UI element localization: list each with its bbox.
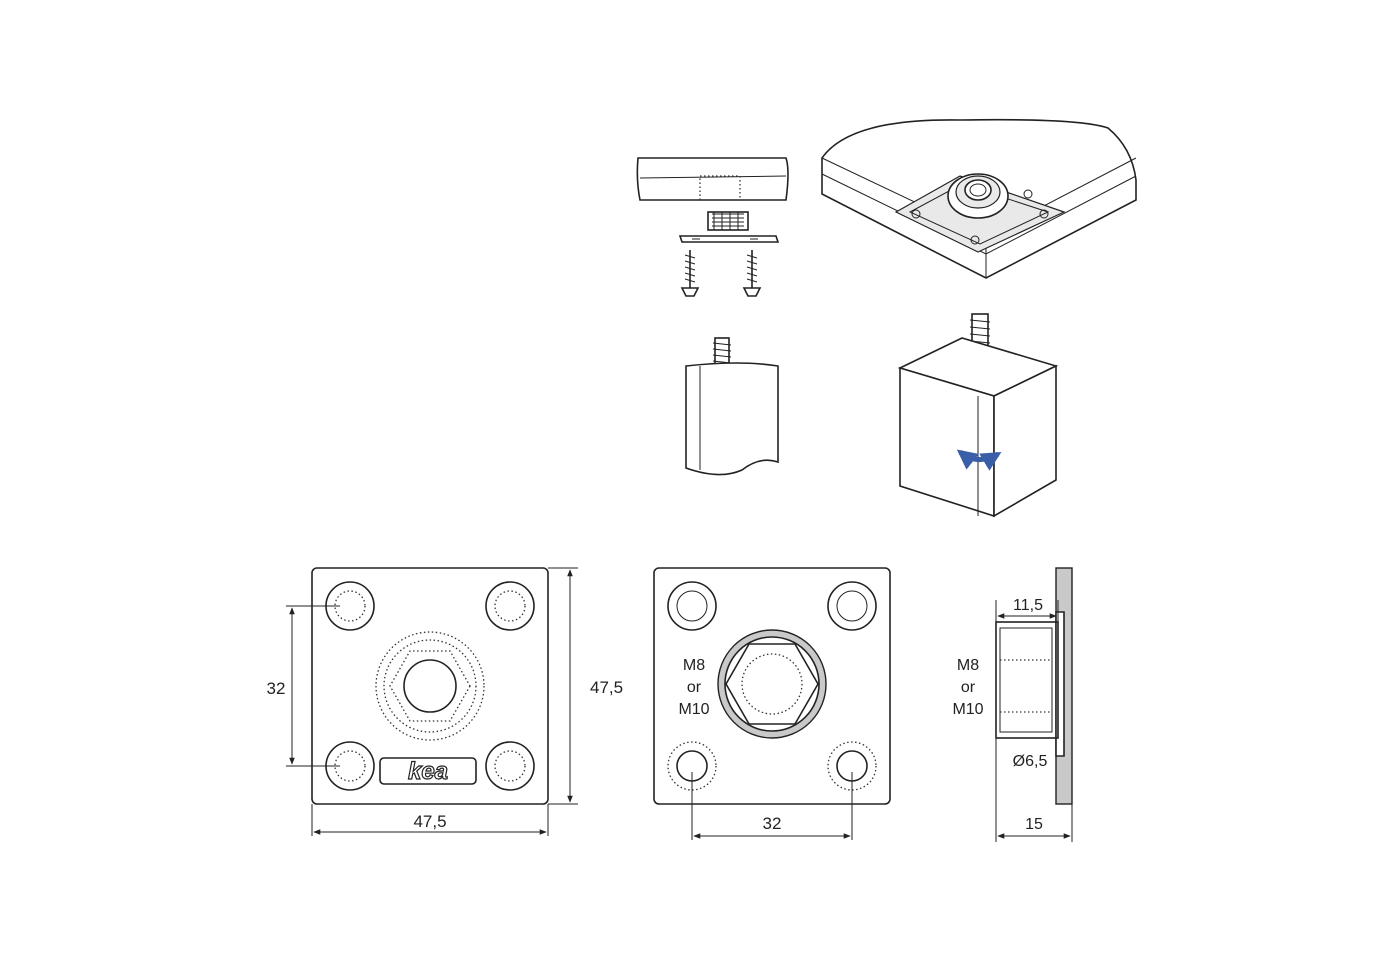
dim-bottom-label: 32 bbox=[763, 814, 782, 833]
logo-text: kea bbox=[408, 758, 448, 785]
screw-icon bbox=[680, 250, 700, 297]
dim-bottom-label: 15 bbox=[1025, 816, 1043, 833]
dim-side-label: 47,5 bbox=[590, 678, 623, 697]
exploded-mounting-illustration bbox=[636, 157, 789, 297]
front-view-drawing: kea 32 47,5 47,5 bbox=[267, 567, 623, 836]
thread-size-line3: M10 bbox=[952, 701, 983, 718]
threaded-stud-icon bbox=[712, 337, 732, 369]
dim-top-label: 11,5 bbox=[1013, 597, 1043, 614]
thread-size-line2: or bbox=[961, 679, 976, 696]
thread-size-line2: or bbox=[687, 679, 702, 696]
thread-size-line1: M8 bbox=[683, 657, 705, 674]
kea-logo: kea bbox=[379, 757, 477, 786]
round-leg-illustration bbox=[685, 337, 779, 476]
rotation-arrow-icon bbox=[956, 449, 1002, 471]
dim-hole-label: Ø6,5 bbox=[1013, 753, 1048, 770]
dim-bottom-label: 47,5 bbox=[413, 812, 446, 831]
mounting-plate-small bbox=[678, 211, 780, 243]
thread-size-line3: M10 bbox=[678, 701, 709, 718]
back-view-drawing: M8 or M10 32 bbox=[653, 567, 891, 840]
screw-icon bbox=[742, 250, 762, 297]
panel-underside-illustration bbox=[821, 118, 1137, 279]
side-section-drawing: 11,5 M8 or M10 Ø6,5 15 bbox=[952, 567, 1073, 842]
dim-height-label: 32 bbox=[267, 679, 286, 698]
thread-size-line1: M8 bbox=[957, 657, 979, 674]
square-leg-illustration bbox=[897, 313, 1059, 518]
